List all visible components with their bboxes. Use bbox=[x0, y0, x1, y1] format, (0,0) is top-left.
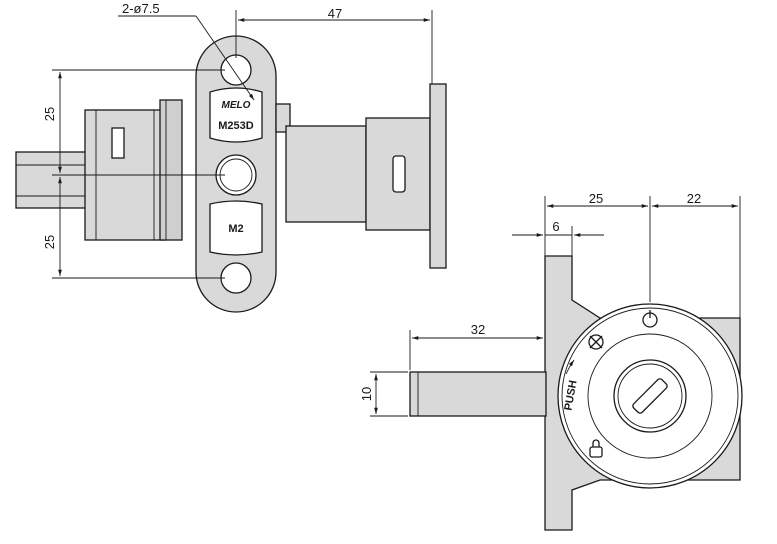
model-label: M253D bbox=[218, 120, 254, 132]
dim-25-front: 25 bbox=[589, 191, 603, 206]
brand-mark: MELO bbox=[222, 100, 251, 111]
front-view: PUSH bbox=[409, 255, 743, 531]
side-neck bbox=[275, 103, 291, 133]
dim-10-front: 10 bbox=[359, 387, 374, 401]
dim-6-front: 6 bbox=[552, 219, 559, 234]
front-dimensions: 25 22 6 32 10 bbox=[359, 191, 741, 417]
side-dimensions: 2-ø7.5 47 25 25 bbox=[42, 1, 433, 279]
dim-47: 47 bbox=[328, 6, 342, 21]
power-icon bbox=[642, 310, 658, 328]
lock-face-inner bbox=[587, 333, 713, 459]
dim-25-upper: 25 bbox=[42, 107, 57, 121]
side-front-flange bbox=[429, 83, 447, 269]
lock-symbol-icon bbox=[589, 439, 603, 458]
front-stem bbox=[409, 371, 547, 417]
side-shaft bbox=[15, 151, 87, 209]
side-view: MELO M253D M2 bbox=[15, 35, 447, 313]
dim-22-front: 22 bbox=[687, 191, 701, 206]
key-code-label: M2 bbox=[228, 223, 243, 235]
dim-25-lower: 25 bbox=[42, 235, 57, 249]
lower-mount-hole bbox=[220, 262, 252, 294]
off-symbol-icon bbox=[588, 334, 604, 350]
dim-holes: 2-ø7.5 bbox=[122, 1, 160, 16]
dim-32-front: 32 bbox=[471, 322, 485, 337]
keyway bbox=[632, 378, 668, 414]
push-label: PUSH bbox=[562, 379, 579, 411]
side-collar bbox=[159, 99, 183, 241]
